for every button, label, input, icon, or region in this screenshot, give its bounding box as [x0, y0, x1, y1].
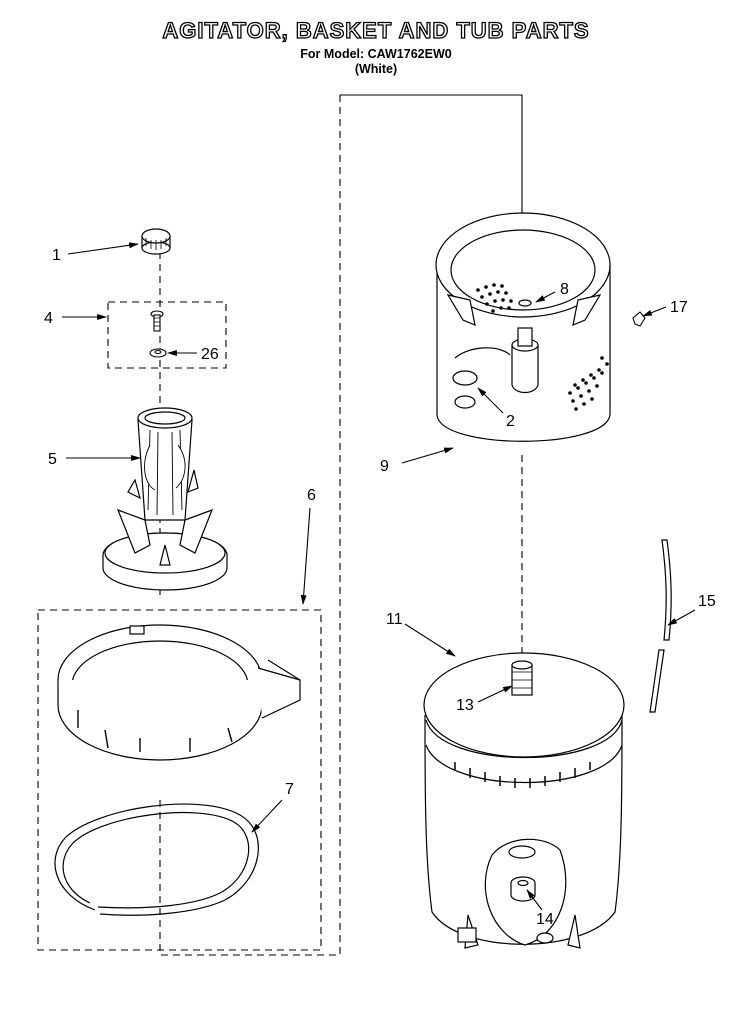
diagram-title: AGITATOR, BASKET AND TUB PARTS [162, 17, 590, 43]
leader-13 [477, 685, 513, 703]
leader-1 [67, 242, 139, 255]
band-ring [54, 803, 259, 916]
leader-8 [535, 291, 556, 303]
leader-17 [642, 306, 667, 317]
callout-14: 14 [536, 911, 554, 928]
callout-labels: 1 4 26 5 6 7 8 2 9 17 15 11 13 14 [44, 247, 716, 928]
callout-4: 4 [44, 310, 53, 327]
callout-13: 13 [456, 697, 474, 714]
assembly-line-top [340, 94, 523, 215]
leader-9 [401, 447, 454, 464]
agitator-bolt [150, 310, 164, 332]
callout-7: 7 [285, 781, 294, 798]
callout-5: 5 [48, 451, 57, 468]
spin-basket [435, 212, 611, 442]
agitator [102, 407, 228, 591]
leader-6 [300, 507, 311, 605]
leader-7 [251, 799, 283, 833]
basket-perforations-top [476, 283, 513, 313]
hose [649, 539, 672, 713]
leader-15 [667, 609, 696, 626]
callout-15: 15 [698, 593, 716, 610]
agitator-seal-ring [57, 624, 301, 761]
tub-slots [454, 762, 591, 788]
callout-6: 6 [307, 487, 316, 504]
callout-9: 9 [380, 458, 389, 475]
tub-seal [510, 876, 536, 902]
callout-2: 2 [506, 413, 515, 430]
leader-2 [477, 387, 504, 414]
model-line: For Model: CAW1762EW0 [300, 47, 452, 61]
basket-perforations-side [568, 356, 609, 411]
clip [632, 311, 646, 327]
leader-11 [404, 623, 456, 657]
callout-26: 26 [201, 346, 219, 363]
callout-1: 1 [52, 247, 61, 264]
agitator-cap [141, 228, 171, 255]
callout-11: 11 [386, 611, 403, 628]
callout-8: 8 [560, 281, 569, 298]
assembly-line-left-loop [159, 95, 341, 956]
color-line: (White) [354, 62, 398, 76]
leader-14 [526, 889, 543, 911]
group-box-4 [107, 301, 227, 369]
callout-17: 17 [670, 299, 688, 316]
agitator-washer [149, 348, 167, 358]
outer-tub [423, 652, 625, 949]
leader-arrows [62, 242, 696, 911]
